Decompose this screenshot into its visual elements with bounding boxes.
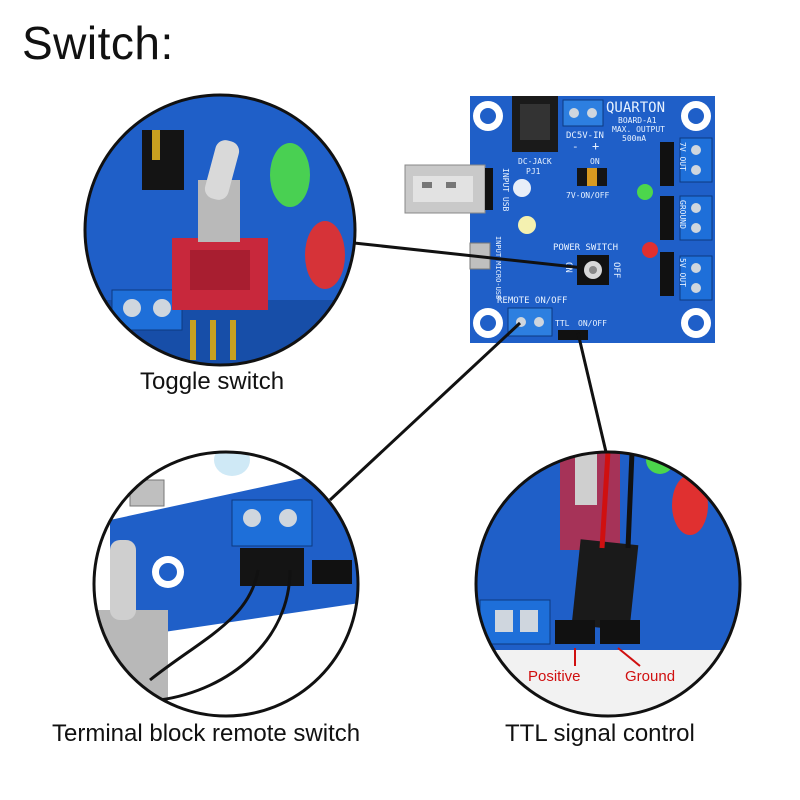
ttl-onoff-label: ON/OFF [578,319,607,328]
green-led [637,184,653,200]
callout-lines [328,241,608,502]
ttl-label: TTL [555,319,570,328]
caption-toggle-switch: Toggle switch [140,368,285,395]
mounting-holes [473,101,711,338]
switch-off-label: OFF [611,262,621,278]
out-7v-label: 7V OUT [678,142,687,171]
output-terminals [660,137,713,301]
max-output-label: MAX. OUTPUT [612,125,665,134]
page-title: Switch: [22,17,174,69]
current-label: 500mA [622,134,646,143]
jumper-label: 7V-ON/OFF [566,191,610,200]
micro-usb-label: INPUT MICRO-USB [494,236,502,299]
brand-label: QUARTON [606,100,665,116]
red-led [642,242,658,258]
model-label: BOARD-A1 [618,116,657,125]
remote-terminal [507,307,553,337]
minus-label: - [572,140,579,153]
out-5v-label: 5V OUT [678,258,687,287]
ground-label-red: Ground [625,668,675,685]
toggle-switch-zoom [83,93,357,367]
remote-label: REMOTE ON/OFF [497,296,567,306]
positive-label: Positive [528,668,581,685]
caption-ttl-signal: TTL signal control [505,720,695,747]
dc-jack-label: DC-JACK [518,157,552,166]
pj1-label: PJ1 [526,167,541,176]
input-usb-label: INPUT USB [501,168,510,212]
caption-terminal-block: Terminal block remote switch [52,720,361,747]
dc-in-label: DC5V-IN [566,131,604,141]
ttl-zoom: Positive Ground [474,450,742,718]
usb-a-plug [404,164,493,214]
plus-label: + [592,139,599,153]
on-label: ON [590,157,600,166]
ground-label: GROUND [678,200,687,229]
ttl-header [558,330,588,340]
main-pcb-board: DC5V-IN - + QUARTON BOARD-A1 MAX. OUTPUT… [404,96,715,343]
terminal-block-zoom [92,450,360,718]
power-switch-label: POWER SWITCH [553,243,618,253]
